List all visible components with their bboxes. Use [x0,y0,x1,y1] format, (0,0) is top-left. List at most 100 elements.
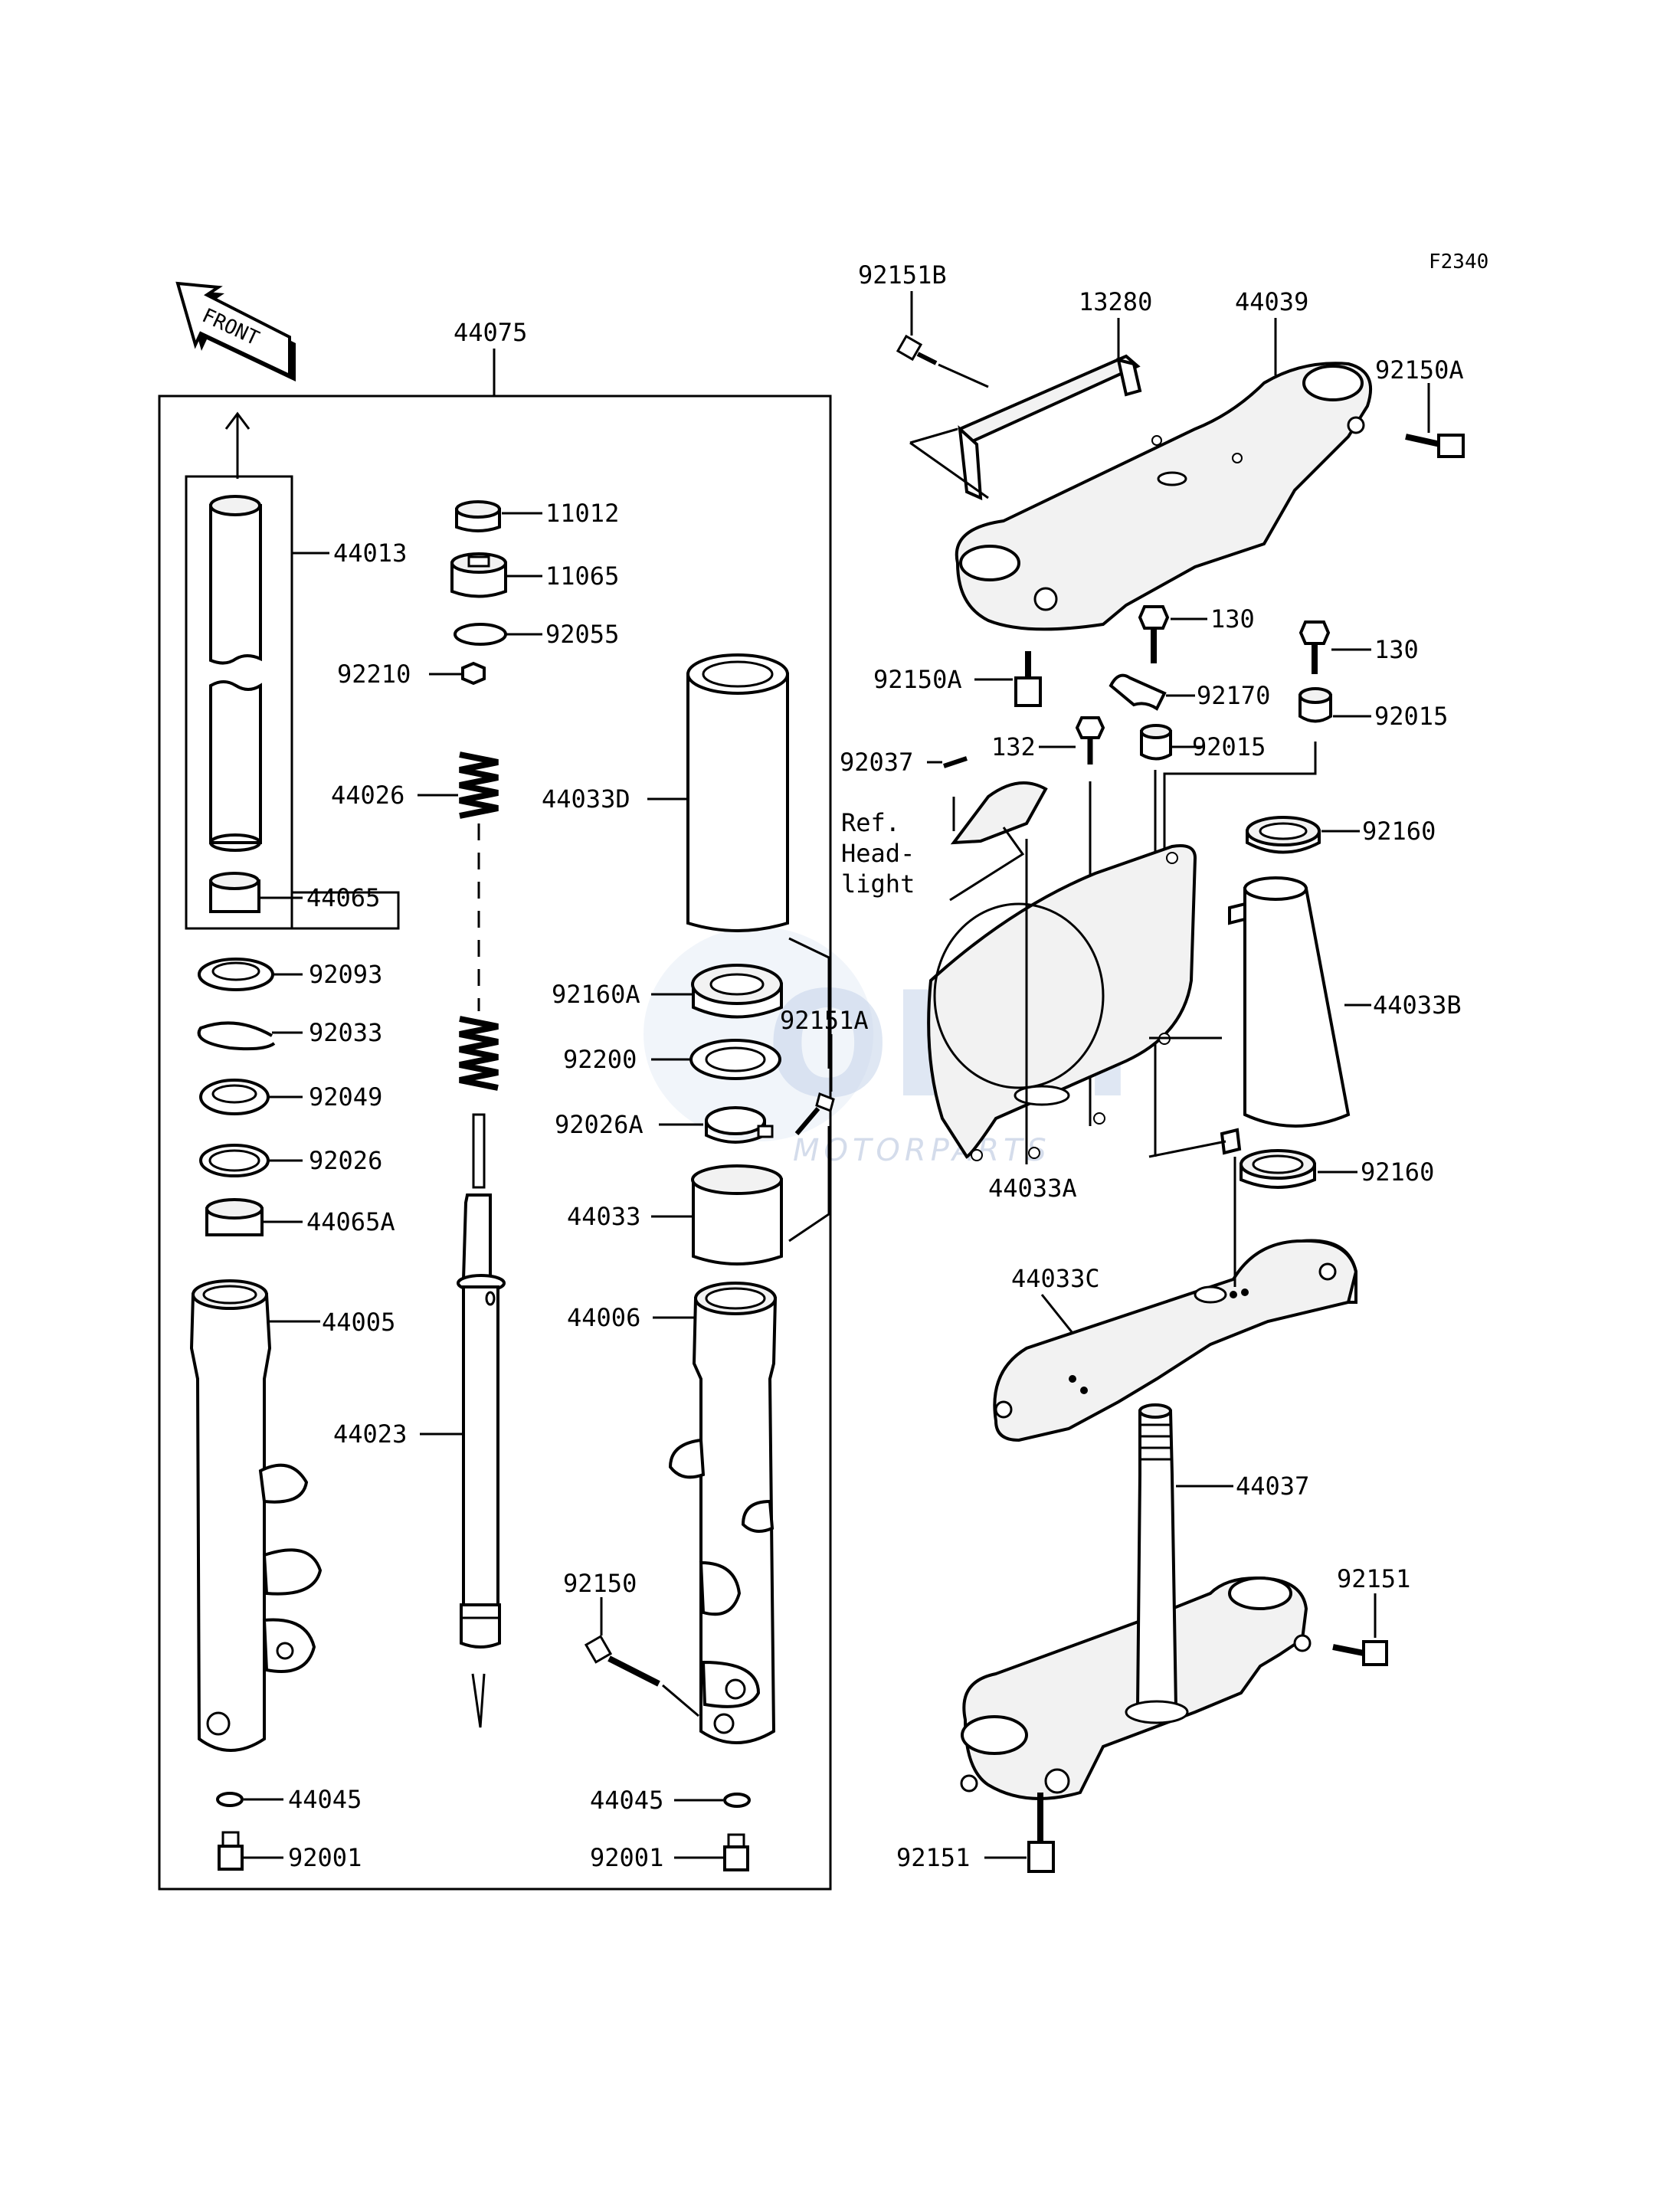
label-132: 132 [991,732,1036,761]
part-44037: 44037 [960,1403,1312,1800]
ref-line-1: Ref. [841,808,900,837]
part-92160-a: 92160 [1246,816,1436,854]
part-44033D: 44033D [542,653,789,932]
label-44026: 44026 [331,781,404,810]
part-92049: 92049 [199,1079,382,1115]
part-130-a: 130 [1138,604,1255,663]
label-92151B: 92151B [858,260,947,290]
label-92151A: 92151A [780,1006,869,1035]
fork-cover-bracket-lines [788,937,830,1243]
part-92037: 92037 [840,748,968,777]
ref-line-2: Head- [841,839,915,868]
label-44033C: 44033C [1011,1264,1100,1293]
label-130-b: 130 [1374,635,1419,664]
part-92151-a: 92151 [1332,1564,1410,1666]
label-92160-b: 92160 [1361,1157,1434,1187]
part-44065: 44065 [209,872,380,913]
label-13280: 13280 [1079,287,1152,316]
label-92150A-bottom: 92150A [873,665,962,694]
label-44065: 44065 [306,883,380,912]
part-92055: 92055 [454,620,619,649]
part-13280: 13280 [909,287,1152,501]
label-44065A: 44065A [306,1207,395,1236]
label-92150: 92150 [563,1569,637,1598]
reference-headlight-part: Ref. Head- light [841,781,1048,902]
label-92037: 92037 [840,748,913,777]
label-92001-left: 92001 [288,1843,362,1872]
part-44006: 44006 [567,1282,778,1744]
label-92210: 92210 [337,660,411,689]
fork-assembly-box: 44075 [158,318,832,1891]
label-44033A: 44033A [988,1174,1077,1203]
part-92015-b: 92015 [1163,687,1448,1038]
figure-code: F2340 [1429,250,1488,273]
part-44045-right: 44045 [590,1786,751,1815]
front-arrow-icon: FRONT [175,281,296,381]
label-92015-a: 92015 [1192,732,1266,761]
ref-line-3: light [841,869,915,899]
label-92151-b: 92151 [896,1843,970,1872]
part-44033B: 44033B [1148,876,1462,1158]
part-11012: 11012 [455,499,619,532]
part-11065: 11065 [450,552,619,598]
part-92210: 92210 [337,660,486,689]
part-130-b: 130 [1298,620,1419,674]
part-92150A-bottom: 92150A [873,651,1042,707]
part-92001-right: 92001 [590,1833,749,1872]
label-44033B: 44033B [1373,990,1462,1020]
label-92001-right: 92001 [590,1843,663,1872]
part-44033A: 44033A [927,839,1197,1203]
part-44026: 44026 [331,751,499,1091]
label-92026A: 92026A [555,1110,644,1139]
part-92150: 92150 [563,1569,699,1717]
label-44045-right: 44045 [590,1786,663,1815]
part-44033C: 44033C [993,1157,1358,1442]
part-44005: 44005 [189,1279,395,1752]
part-92026A: 92026A [555,1106,774,1144]
label-44039: 44039 [1235,287,1308,316]
label-92151-a: 92151 [1337,1564,1410,1593]
label-92200: 92200 [563,1045,637,1074]
label-44037: 44037 [1236,1472,1309,1501]
part-92093: 92093 [198,958,382,991]
label-44023: 44023 [333,1419,407,1449]
part-92200: 92200 [563,1039,781,1080]
part-92160-b: 92160 [1240,1149,1434,1189]
label-92026: 92026 [309,1146,382,1175]
label-92049: 92049 [309,1082,382,1112]
label-92055: 92055 [545,620,619,649]
label-44033D: 44033D [542,784,630,814]
part-92026: 92026 [199,1144,382,1177]
part-92001-left: 92001 [218,1831,362,1872]
label-130-a: 130 [1210,604,1255,634]
watermark-sub: MOTORPARTS [793,1133,1051,1168]
part-92151A: 92151A [780,1006,869,1135]
part-44023: 44023 [333,1113,506,1728]
label-11065: 11065 [545,562,619,591]
part-44065A: 44065A [205,1198,395,1236]
part-92033: 92033 [197,1018,382,1051]
label-92093: 92093 [309,960,382,989]
label-92150A-top: 92150A [1375,355,1464,385]
part-92151B: 92151B [858,260,989,388]
label-92160A: 92160A [552,980,640,1009]
label-44005: 44005 [322,1308,395,1337]
part-92170: 92170 [1109,673,1270,711]
label-92033: 92033 [309,1018,382,1047]
label-92170: 92170 [1197,681,1270,710]
label-92160-a: 92160 [1362,817,1436,846]
part-44013: 44013 [209,411,407,852]
label-44006: 44006 [567,1303,640,1332]
part-44045-left: 44045 [216,1785,362,1814]
label-11012: 11012 [545,499,619,528]
part-44033: 44033 [567,1164,783,1265]
label-44045-left: 44045 [288,1785,362,1814]
label-44075: 44075 [454,318,527,347]
part-92151-b: 92151 [896,1793,1055,1873]
label-44033: 44033 [567,1202,640,1231]
label-92015-b: 92015 [1374,702,1448,731]
part-92150A-top: 92150A [1375,355,1465,458]
label-44013: 44013 [333,539,407,568]
